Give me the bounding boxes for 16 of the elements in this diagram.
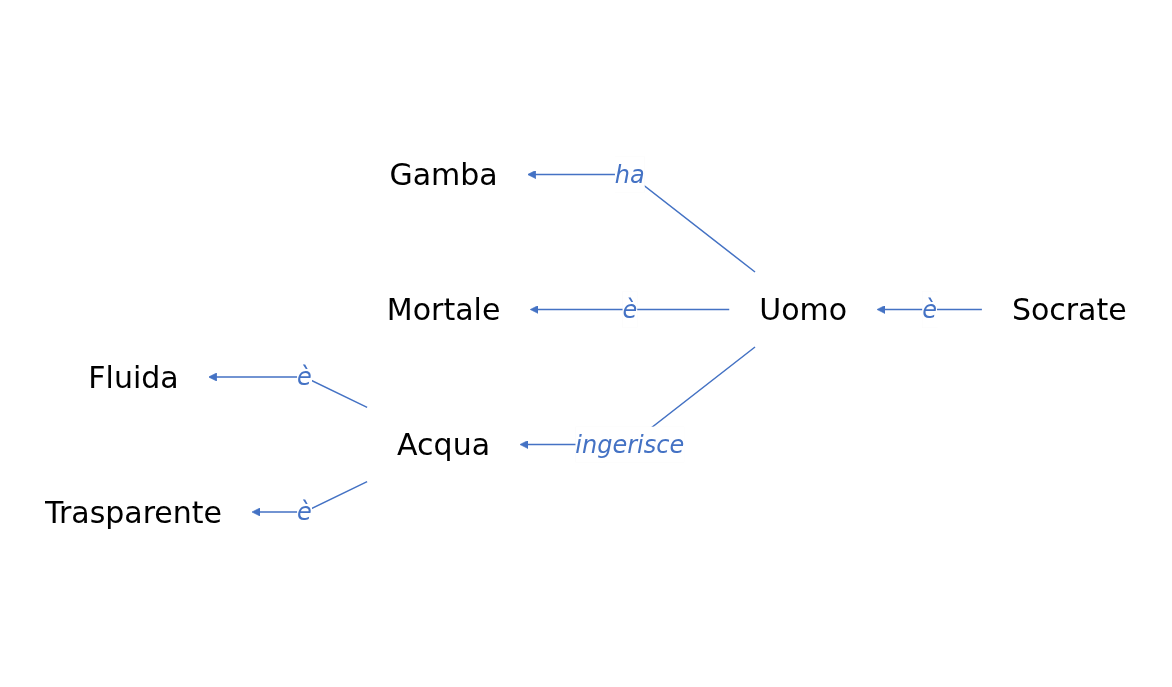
arrow	[530, 305, 731, 315]
node-text: Trasparente	[45, 494, 223, 530]
node-text: Mortale	[386, 292, 501, 328]
edge-label: è	[297, 498, 312, 527]
edge-label: è	[622, 295, 638, 324]
arrow	[208, 372, 368, 409]
node-text: Uomo	[759, 292, 848, 328]
node-text: Fluida	[88, 359, 179, 395]
edge-label: ha	[614, 160, 645, 189]
node-text: Gamba	[389, 157, 498, 193]
edge-label: è	[297, 363, 312, 392]
node-text: Acqua	[397, 427, 491, 463]
edge-label: è	[922, 295, 938, 324]
edge-label: ingerisce	[575, 430, 685, 459]
node-text: Socrate	[1012, 292, 1127, 328]
arrow	[251, 481, 368, 517]
